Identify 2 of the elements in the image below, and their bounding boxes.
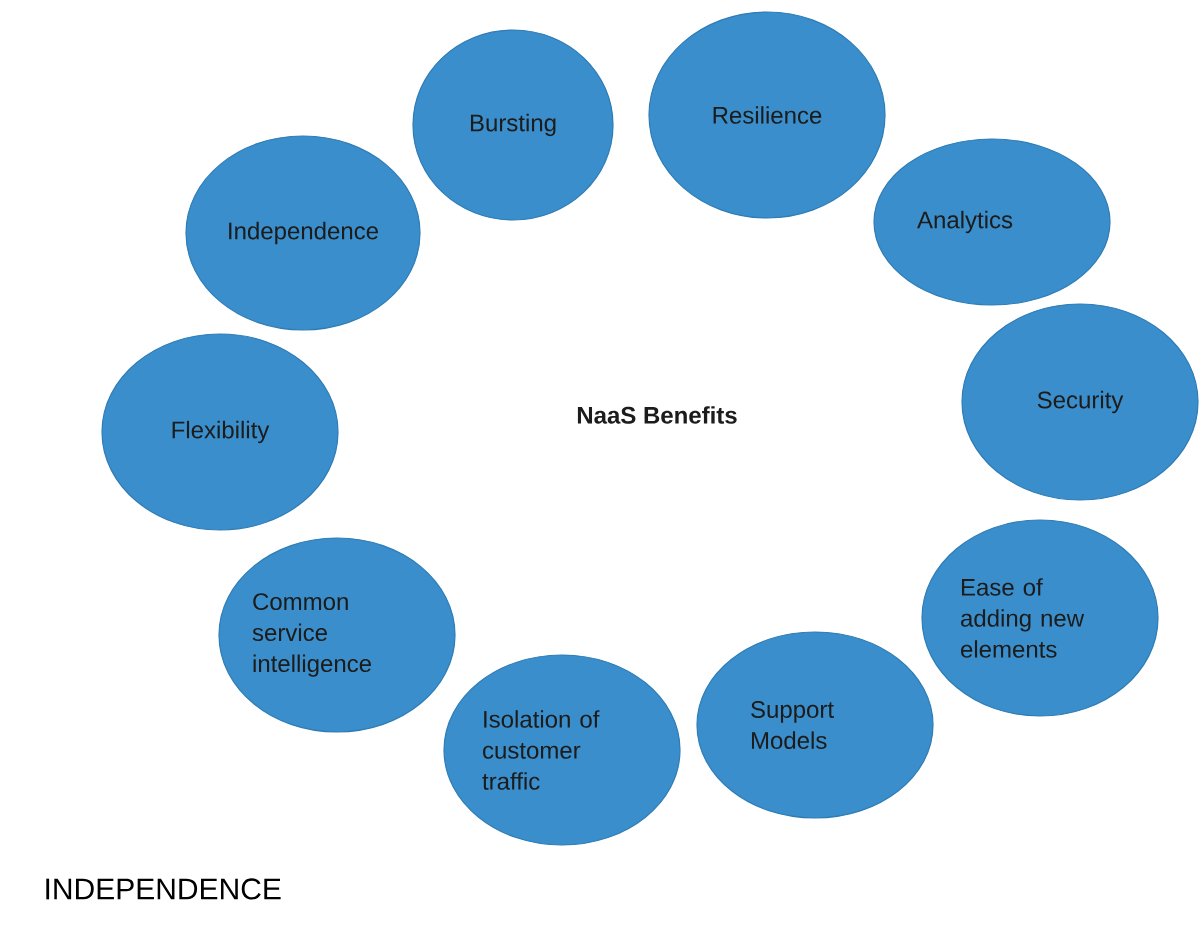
center-heading: NaaS Benefits bbox=[577, 406, 737, 424]
heading-text: INDEPENDENCE bbox=[46, 878, 281, 900]
